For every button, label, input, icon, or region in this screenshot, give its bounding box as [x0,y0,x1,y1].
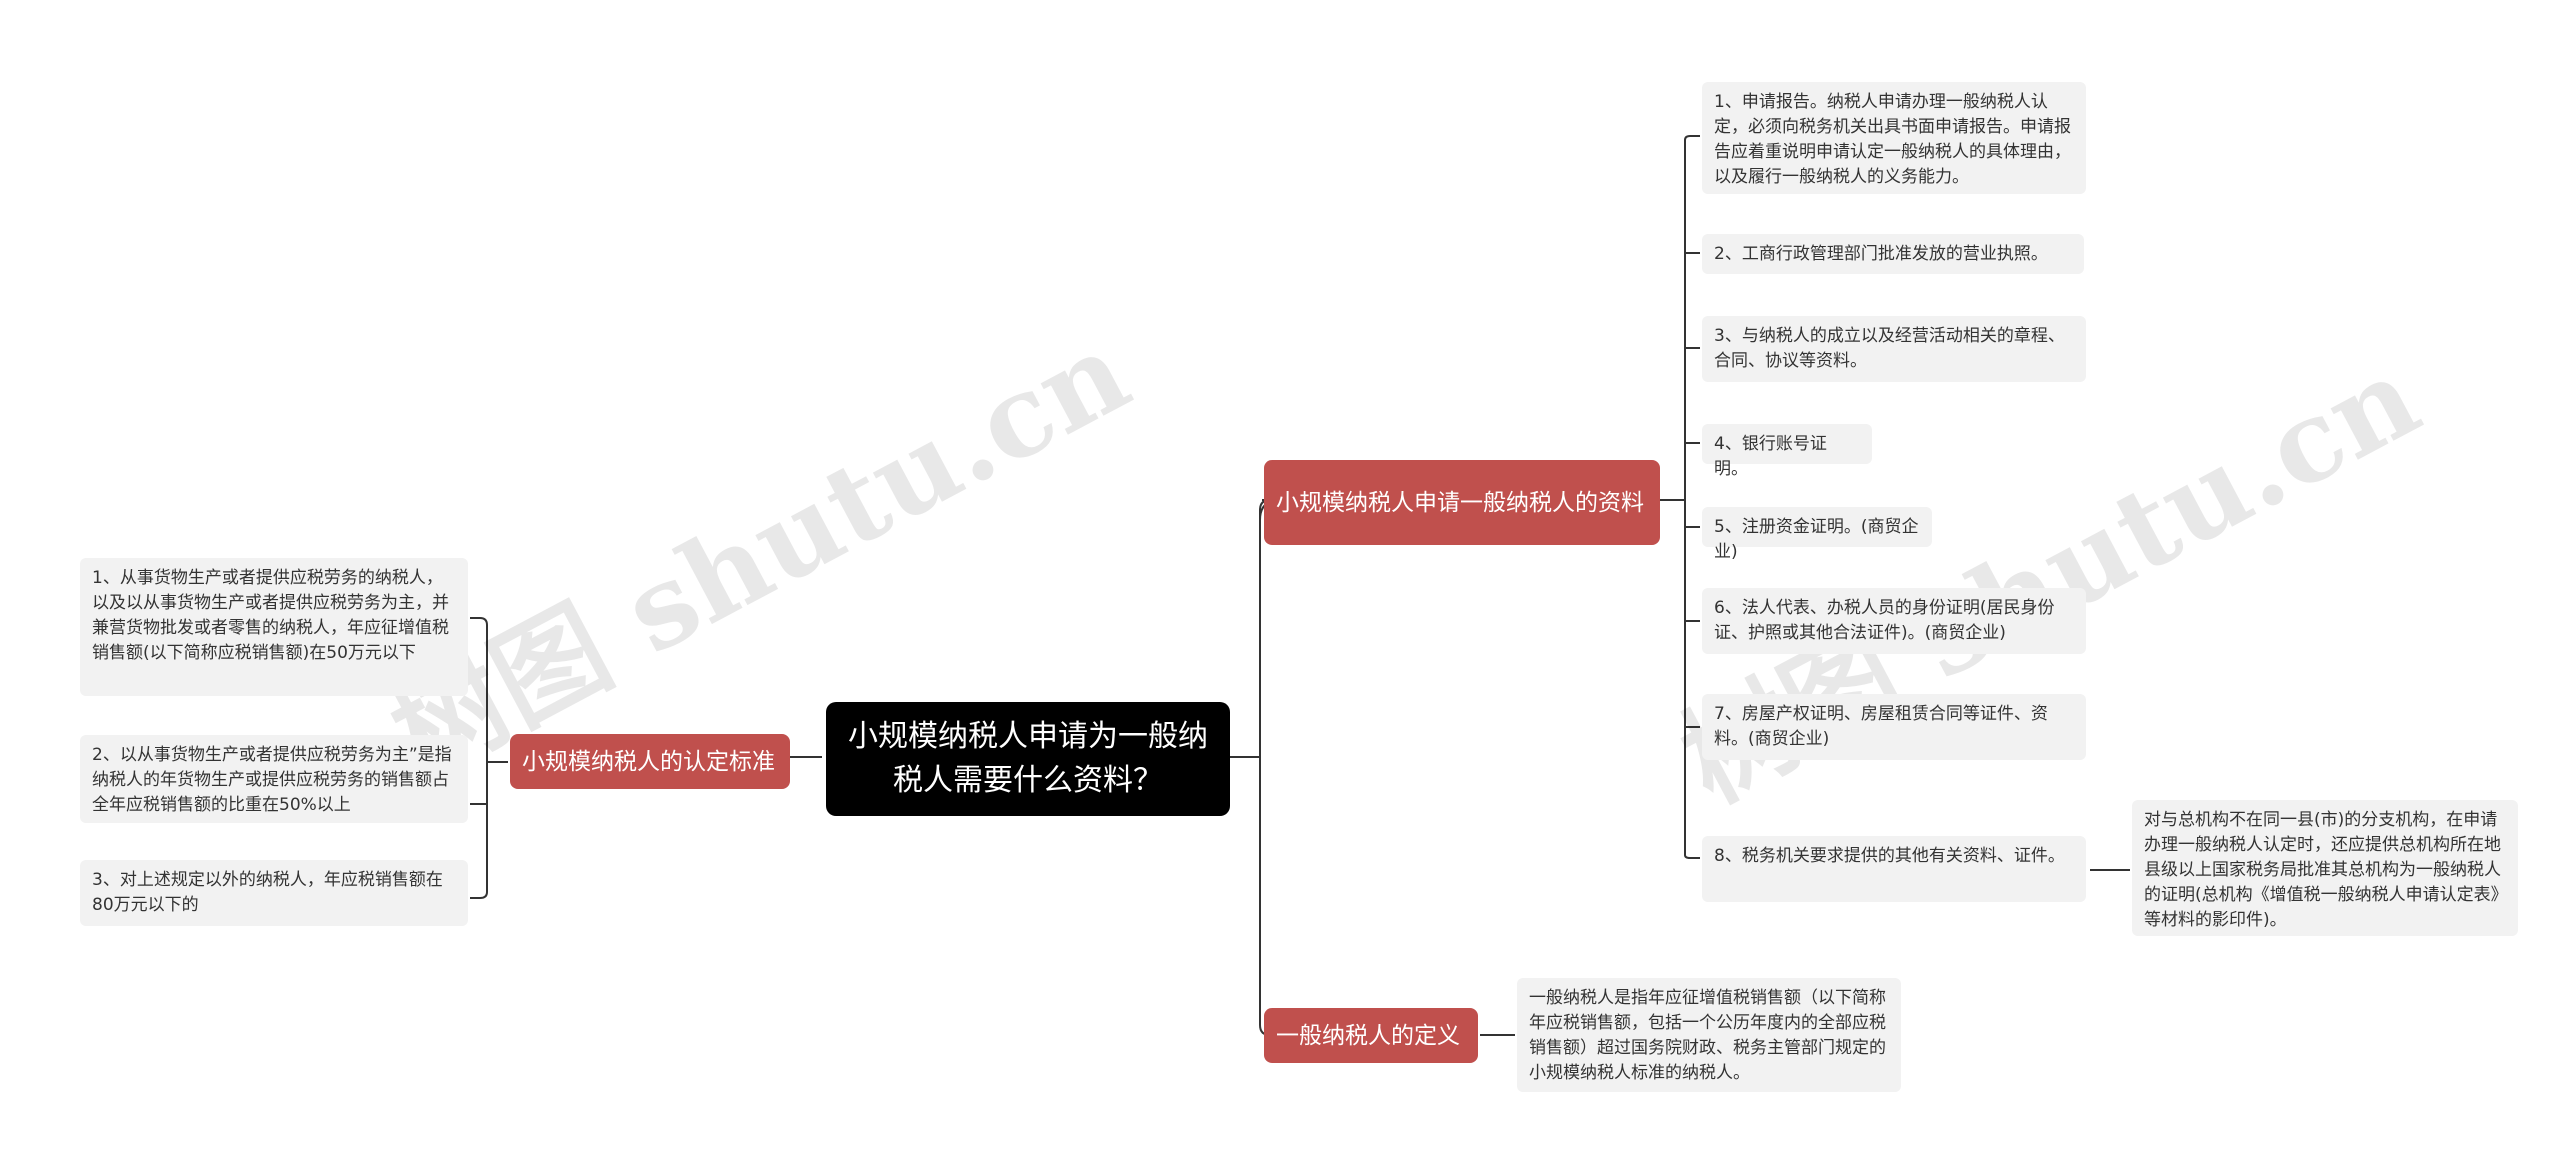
materials-sub-item[interactable]: 对与总机构不在同一县(市)的分支机构，在申请办理一般纳税人认定时，还应提供总机构… [2132,800,2518,936]
materials-item-8[interactable]: 8、税务机关要求提供的其他有关资料、证件。 [1702,836,2086,902]
root-node[interactable]: 小规模纳税人申请为一般纳税人需要什么资料？ [826,702,1230,816]
branch-materials-label: 小规模纳税人申请一般纳税人的资料 [1276,489,1644,516]
criteria-item-3[interactable]: 3、对上述规定以外的纳税人，年应税销售额在80万元以下的 [80,860,468,926]
connector-mat-8 [1684,854,1700,859]
materials-item-4[interactable]: 4、银行账号证明。 [1702,424,1872,479]
root-title: 小规模纳税人申请为一般纳税人需要什么资料？ [848,719,1208,798]
materials-item-5[interactable]: 5、注册资金证明。(商贸企业) [1702,507,1932,562]
materials-item-3[interactable]: 3、与纳税人的成立以及经营活动相关的章程、合同、协议等资料。 [1702,316,2086,382]
connector-mat-1 [1684,135,1700,141]
materials-item-6[interactable]: 6、法人代表、办税人员的身份证明(居民身份证、护照或其他合法证件)。(商贸企业) [1702,588,2086,654]
materials-item-7[interactable]: 7、房屋产权证明、房屋租赁合同等证件、资料。(商贸企业) [1702,694,2086,760]
branch-definition-label: 一般纳税人的定义 [1276,1022,1460,1049]
branch-criteria-label: 小规模纳税人的认定标准 [522,748,775,775]
connector-criteria-spine [470,617,488,899]
criteria-item-1[interactable]: 1、从事货物生产或者提供应税劳务的纳税人，以及以从事货物生产或者提供应税劳务为主… [80,558,468,696]
definition-item[interactable]: 一般纳税人是指年应征增值税销售额（以下简称年应税销售额，包括一个公历年度内的全部… [1517,978,1901,1092]
branch-definition[interactable]: 一般纳税人的定义 [1264,1008,1478,1063]
materials-item-1[interactable]: 1、申请报告。纳税人申请办理一般纳税人认定，必须向税务机关出具书面申请报告。申请… [1702,82,2086,194]
criteria-item-2[interactable]: 2、以从事货物生产或者提供应税劳务为主”是指纳税人的年货物生产或提供应税劳务的销… [80,735,468,823]
branch-materials[interactable]: 小规模纳税人申请一般纳税人的资料 [1264,460,1660,545]
connector-right-spine [1259,499,1271,1036]
branch-criteria[interactable]: 小规模纳税人的认定标准 [510,734,790,789]
materials-item-2[interactable]: 2、工商行政管理部门批准发放的营业执照。 [1702,234,2084,274]
